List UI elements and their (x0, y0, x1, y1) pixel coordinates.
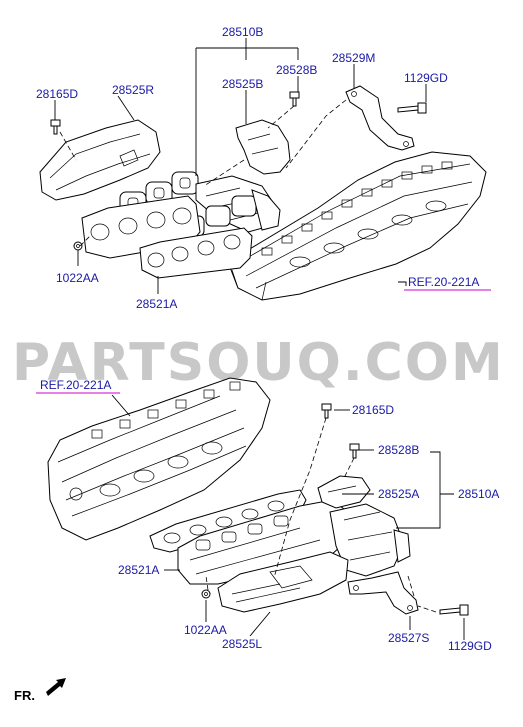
label-28521A-top: 28521A (136, 297, 177, 311)
front-arrow-icon (46, 678, 66, 696)
heat-shield-l[interactable] (217, 551, 349, 613)
top-assembly (39, 38, 487, 301)
label-28510B-top: 28510B (222, 25, 263, 39)
label-28527S-bottom: 28527S (388, 631, 429, 645)
label-28525B-top: 28525B (222, 77, 263, 91)
ref-box-bottom[interactable]: REF.20-221A (36, 378, 131, 417)
label-28525R-top: 28525R (112, 83, 154, 97)
ref-box-top[interactable]: REF.20-221A (404, 275, 491, 291)
heat-shield-b[interactable] (235, 119, 291, 175)
exhaust-manifold-bottom[interactable] (177, 499, 411, 585)
label-1129GD-top: 1129GD (404, 71, 448, 85)
label-28510A-bottom: 28510A (458, 487, 499, 501)
ref-label-bottom: REF.20-221A (40, 378, 111, 392)
nut-1022AA-bottom[interactable] (201, 589, 211, 599)
label-28521A-bottom: 28521A (118, 563, 159, 577)
exhaust-manifold-top[interactable] (119, 171, 281, 237)
label-1129GD-bottom: 1129GD (448, 639, 492, 653)
bracket-m[interactable] (345, 85, 415, 151)
label-1022AA-top: 1022AA (56, 271, 99, 285)
front-orientation: FR. (14, 678, 66, 703)
label-28528B-bottom: 28528B (378, 443, 419, 457)
label-28525L-bottom: 28525L (222, 637, 262, 651)
bottom-assembly (47, 377, 469, 640)
label-28165D-top: 28165D (36, 87, 78, 101)
bolt-28165D-bottom[interactable] (321, 403, 332, 419)
bracket-s[interactable] (347, 571, 419, 615)
label-1022AA-bottom: 1022AA (184, 623, 227, 637)
ref-label-top: REF.20-221A (408, 275, 479, 289)
bolt-1129GD-bottom[interactable] (439, 604, 469, 616)
heat-shield-r[interactable] (39, 119, 161, 201)
manifold-gasket-top[interactable] (81, 195, 253, 279)
cylinder-head-top[interactable] (227, 151, 487, 301)
bolt-28528B-top[interactable] (289, 91, 300, 107)
bolt-28165D-top[interactable] (50, 119, 61, 135)
bolt-1129GD-top[interactable] (397, 102, 427, 114)
bolt-28528B-bottom[interactable] (349, 443, 360, 459)
label-28165D-bottom: 28165D (352, 403, 394, 417)
label-28528B-top: 28528B (276, 63, 317, 77)
label-28529M-top: 28529M (332, 51, 375, 65)
label-28525A-bottom: 28525A (378, 487, 419, 501)
cylinder-head-bottom[interactable] (47, 377, 271, 541)
heat-shield-a[interactable] (317, 475, 371, 509)
front-label: FR. (14, 688, 35, 703)
nut-1022AA-top[interactable] (73, 241, 83, 251)
